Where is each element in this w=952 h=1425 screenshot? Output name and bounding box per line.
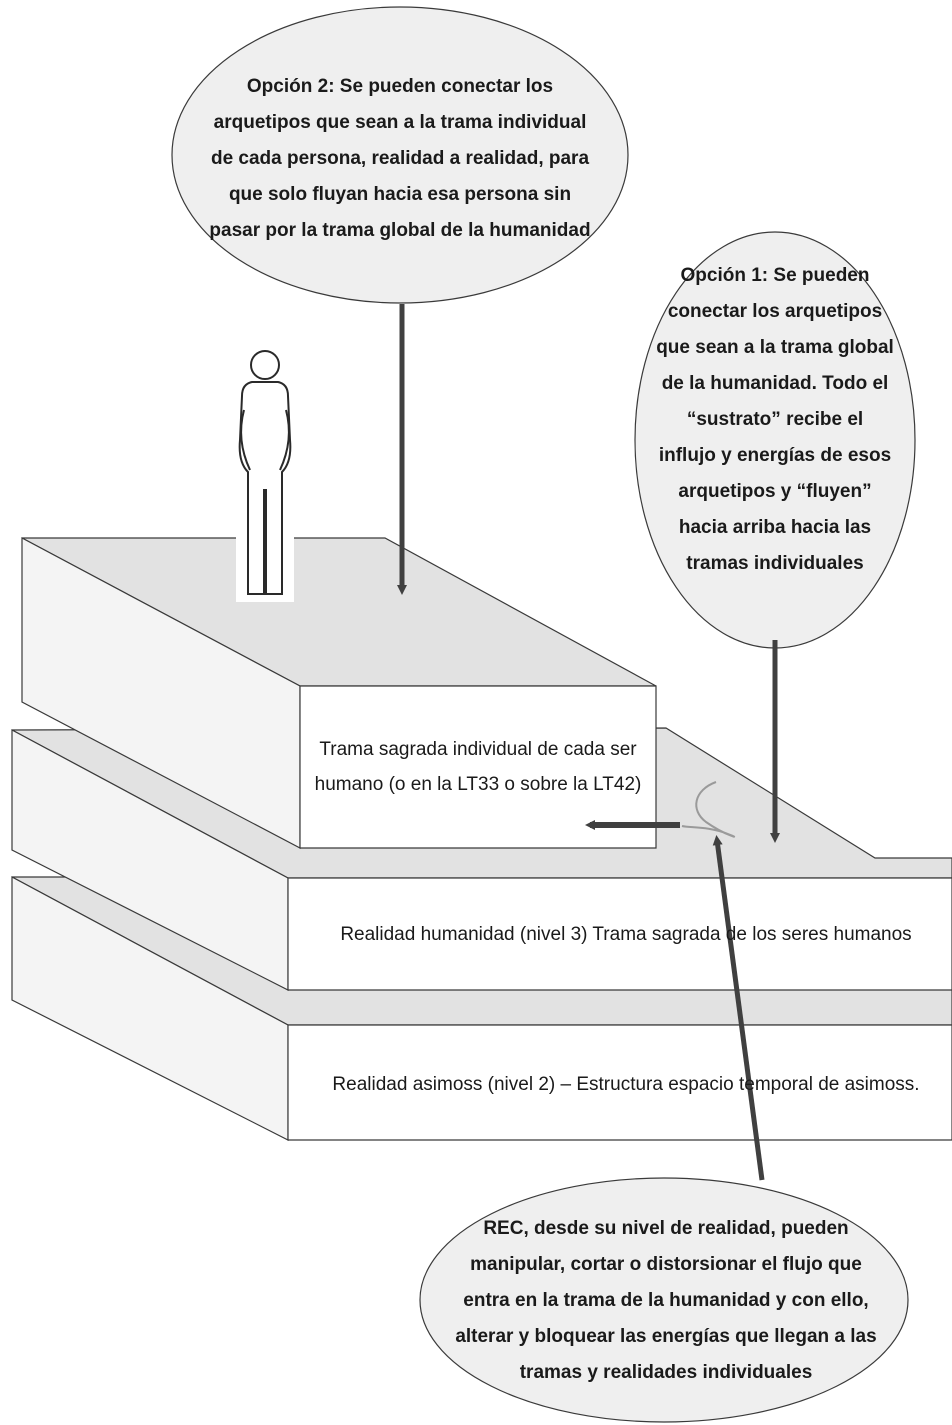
individual-level-text: Trama sagrada individual de cada ser hum… — [314, 739, 642, 795]
asimoss-level-text: Realidad asimoss (nivel 2) – Estructura … — [332, 1073, 920, 1095]
flow-squiggle — [681, 781, 736, 838]
rec-bubble — [419, 1177, 909, 1423]
individual-slab — [21, 537, 657, 849]
human-figure-icon — [236, 340, 294, 602]
option1-text: Opción 1: Se pueden conectar los arqueti… — [656, 265, 894, 574]
individual-slab-front — [299, 685, 657, 849]
rec-text: REC, desde su nivel de realidad, pueden … — [455, 1218, 877, 1383]
humanity-slab-front — [287, 877, 952, 991]
option2-bubble — [171, 6, 629, 304]
option2-text: Opción 2: Se pueden conectar los arqueti… — [209, 76, 591, 241]
asimoss-slab-front — [287, 1024, 952, 1141]
rec-arrow — [712, 835, 765, 1181]
humanity-level-text: Realidad humanidad (nivel 3) Trama sagra… — [340, 923, 912, 945]
